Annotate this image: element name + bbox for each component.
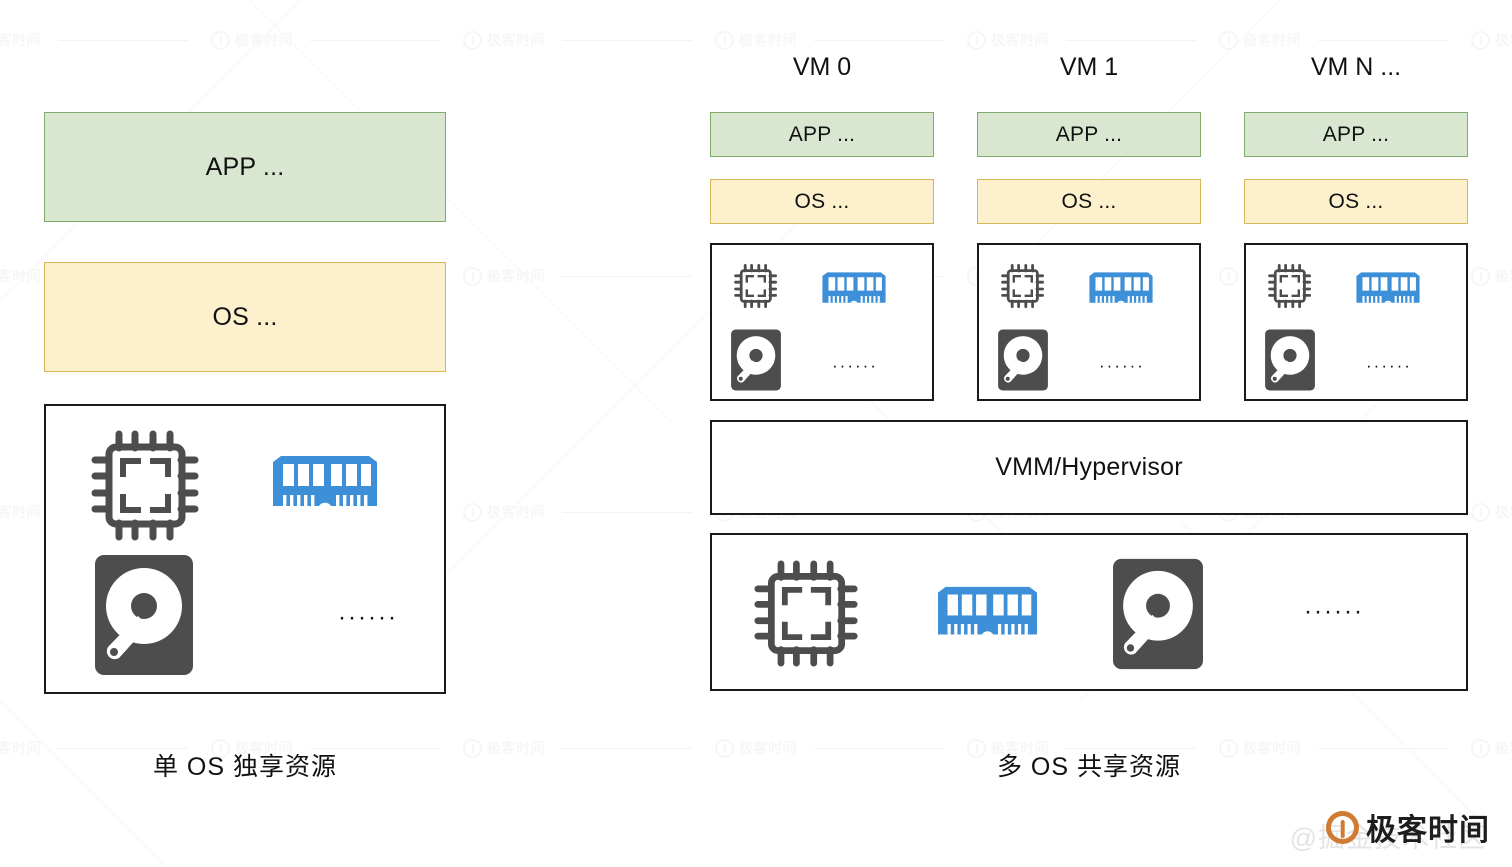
vm-0-hardware-box[interactable]: ······ [710,243,934,401]
left-os-box[interactable]: OS ... [44,262,446,372]
vm-0-title: VM 0 [792,53,852,81]
hard-disk-icon [1112,558,1204,675]
ram-icon [820,271,888,314]
cpu-icon [91,428,201,548]
vm-0-hardware-more-dots: ······ [832,356,878,375]
shared-hardware-box[interactable]: ······ [710,533,1468,691]
vm-1-app-box[interactable]: APP ... [977,112,1201,157]
hypervisor-box[interactable]: VMM/Hypervisor [710,420,1468,515]
vm-0-os-label: OS ... [794,190,850,213]
vm-n-hardware-box[interactable]: ······ [1244,243,1468,401]
vm-1-app-label: APP ... [1055,123,1123,146]
ram-icon [1354,271,1422,314]
cpu-icon [1268,263,1312,314]
cpu-icon [754,558,860,674]
vm-n-app-box[interactable]: APP ... [1244,112,1468,157]
left-os-label: OS ... [212,302,278,331]
left-app-label: APP ... [205,152,285,181]
geektime-logo-text: 极客时间 [1366,814,1490,847]
hard-disk-icon [997,329,1049,396]
left-app-box[interactable]: APP ... [44,112,446,222]
community-watermark: @掘金技术社区 [1289,823,1486,853]
hard-disk-icon [1264,329,1316,396]
vm-1-os-label: OS ... [1061,190,1117,213]
ram-icon [1087,271,1155,314]
right-caption: 多 OS 共享资源 [996,753,1181,781]
shared-hardware-more-dots: ······ [1304,598,1364,625]
cpu-icon [1001,263,1045,314]
geektime-logo: 极客时间 [1326,805,1490,849]
left-hardware-box[interactable]: ······ [44,404,446,694]
hypervisor-label: VMM/Hypervisor [995,453,1183,481]
ram-icon [934,585,1041,649]
vm-n-hardware-more-dots: ······ [1366,356,1412,375]
left-caption: 单 OS 独享资源 [152,753,337,781]
vm-n-os-label: OS ... [1328,190,1384,213]
cpu-icon [734,263,778,314]
hard-disk-icon [94,554,194,681]
ram-icon [269,454,381,521]
vm-0-app-box[interactable]: APP ... [710,112,934,157]
vm-1-hardware-box[interactable]: ······ [977,243,1201,401]
left-hardware-more-dots: ······ [338,604,398,631]
geektime-mark-icon [1326,810,1359,844]
vm-1-os-box[interactable]: OS ... [977,179,1201,224]
vm-n-title: VM N ... [1310,53,1402,81]
vm-0-os-box[interactable]: OS ... [710,179,934,224]
vm-1-hardware-more-dots: ······ [1099,356,1145,375]
vm-1-title: VM 1 [1059,53,1119,81]
vm-n-os-box[interactable]: OS ... [1244,179,1468,224]
hard-disk-icon [730,329,782,396]
vm-0-app-label: APP ... [788,123,856,146]
vm-n-app-label: APP ... [1322,123,1390,146]
